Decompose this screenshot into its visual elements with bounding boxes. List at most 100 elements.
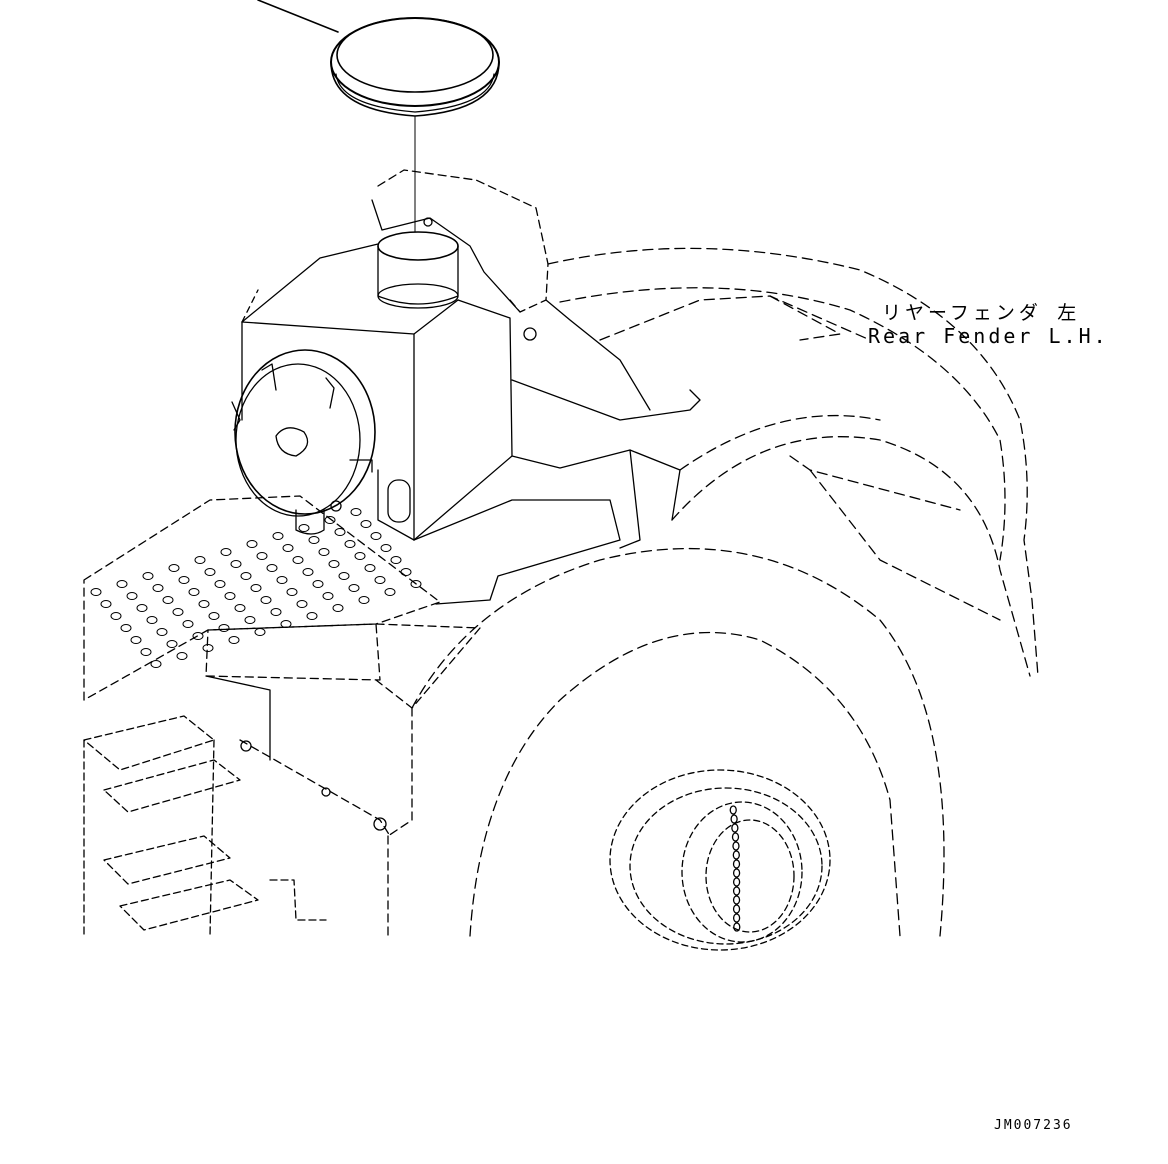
perforation-hole <box>329 561 339 568</box>
perforation-hole <box>381 545 391 552</box>
perforation-hole <box>235 605 245 612</box>
perforation-hole <box>189 589 199 596</box>
perforation-hole <box>401 569 411 576</box>
perforation-hole <box>309 537 319 544</box>
perforation-hole <box>167 641 177 648</box>
wheel-bolt-hole <box>734 914 740 922</box>
perforation-hole <box>143 573 153 580</box>
perforation-hole <box>385 589 395 596</box>
perforation-hole <box>193 633 203 640</box>
perforation-hole <box>219 625 229 632</box>
perforation-hole <box>287 589 297 596</box>
perforation-hole <box>247 541 257 548</box>
perforation-hole <box>117 581 127 588</box>
perforation-hole <box>351 509 361 516</box>
wheel-hub <box>610 770 830 950</box>
wheel-bolt-hole <box>734 896 740 904</box>
perforation-hole <box>199 601 209 608</box>
perforation-hole <box>209 613 219 620</box>
perforation-hole <box>325 517 335 524</box>
wheel-bolt-hole <box>734 878 740 886</box>
perforation-hole <box>411 581 421 588</box>
perforation-hole <box>261 597 271 604</box>
perforation-hole <box>271 609 281 616</box>
perforation-hole <box>359 597 369 604</box>
wheel-bolt-hole <box>734 869 740 877</box>
perforation-hole <box>293 557 303 564</box>
perforation-hole <box>131 637 141 644</box>
step-plate <box>84 496 440 700</box>
perforation-hole <box>245 617 255 624</box>
perforation-hole <box>153 585 163 592</box>
perforation-hole <box>355 553 365 560</box>
perforation-hole <box>141 649 151 656</box>
perforation-hole <box>169 565 179 572</box>
perforation-hole <box>349 585 359 592</box>
perforation-hole <box>255 629 265 636</box>
perforation-hole <box>177 653 187 660</box>
perforation-hole <box>335 529 345 536</box>
perforation-hole <box>319 549 329 556</box>
frame <box>206 300 700 936</box>
tire <box>412 549 944 936</box>
perforation-hole <box>281 621 291 628</box>
perforation-hole <box>251 585 261 592</box>
perforation-hole <box>121 625 131 632</box>
rear-fender-label-jp: リヤーフェンダ 左 <box>882 302 1081 324</box>
wheel-bolt-hole <box>733 842 739 850</box>
wheel-bolt-hole <box>734 887 740 895</box>
wheel-bolt-hole <box>734 905 740 913</box>
wheel-bolt-hole <box>734 923 740 931</box>
perforation-hole <box>163 597 173 604</box>
wheel-bolt-hole <box>732 833 738 841</box>
perforation-hole <box>225 593 235 600</box>
wheel-bolt-hole <box>734 860 740 868</box>
perforation-hole <box>323 593 333 600</box>
wheel-bolt-hole <box>731 815 737 823</box>
perforation-hole <box>127 593 137 600</box>
wheel-bolt-ring <box>730 806 740 931</box>
perforation-hole <box>339 573 349 580</box>
perforation-hole <box>183 621 193 628</box>
perforation-hole <box>157 629 167 636</box>
perforation-hole <box>137 605 147 612</box>
perforation-hole <box>365 565 375 572</box>
perforation-hole <box>257 553 267 560</box>
perforation-hole <box>241 573 251 580</box>
perforation-hole <box>231 561 241 568</box>
rear-fender-label-en: Rear Fender L.H. <box>868 324 1109 348</box>
perforation-hole <box>299 525 309 532</box>
wheel-bolt-hole <box>733 851 739 859</box>
perforation-hole <box>313 581 323 588</box>
perforation-hole <box>273 533 283 540</box>
air-cleaner-assembly <box>242 170 548 540</box>
perforation-hole <box>333 605 343 612</box>
perforation-hole <box>195 557 205 564</box>
cap-leader-line <box>258 0 338 32</box>
drawing-number: JM007236 <box>994 1118 1073 1133</box>
perforation-hole <box>229 637 239 644</box>
perforation-hole <box>361 521 371 528</box>
perforation-hole <box>221 549 231 556</box>
wheel-bolt-hole <box>730 806 736 814</box>
perforation-hole <box>391 557 401 564</box>
perforation-hole <box>267 565 277 572</box>
rear-fender <box>548 248 1038 676</box>
perforation-hole <box>345 541 355 548</box>
air-filter-housing <box>232 350 375 534</box>
ladder-steps <box>84 716 326 936</box>
perforation-hole <box>101 601 111 608</box>
cap-part <box>258 0 499 232</box>
perforation-hole <box>203 645 213 652</box>
perforation-hole <box>91 589 101 596</box>
perforation-hole <box>277 577 287 584</box>
perforation-hole <box>173 609 183 616</box>
perforation-hole <box>307 613 317 620</box>
perforation-hole <box>111 613 121 620</box>
perforation-hole <box>303 569 313 576</box>
wheel-bolt-hole <box>732 824 738 832</box>
perforation-hole <box>297 601 307 608</box>
perforation-hole <box>205 569 215 576</box>
perforation-hole <box>215 581 225 588</box>
